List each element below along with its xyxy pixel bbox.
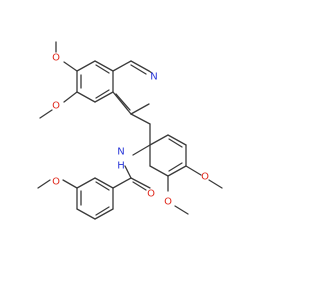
atom-label-layer: O O N N H O O O O bbox=[52, 53, 209, 208]
oxygen-atom-label: O bbox=[52, 177, 60, 188]
bond bbox=[37, 179, 51, 189]
bond bbox=[76, 177, 96, 189]
structure-diagram: O O N N H O O O O bbox=[37, 41, 223, 220]
bond bbox=[112, 177, 132, 189]
bond bbox=[62, 179, 78, 189]
bond bbox=[76, 91, 96, 103]
bond bbox=[39, 109, 53, 119]
oxygen-atom-label: O bbox=[52, 53, 60, 64]
bond bbox=[94, 177, 114, 189]
bond bbox=[94, 91, 114, 103]
bond bbox=[168, 138, 183, 148]
bond bbox=[167, 134, 187, 146]
nitrogen-atom-label: N bbox=[150, 72, 157, 83]
bond bbox=[130, 103, 150, 115]
bond bbox=[95, 206, 110, 216]
oxygen-atom-label: O bbox=[147, 189, 155, 200]
bond bbox=[185, 165, 202, 176]
bond bbox=[149, 134, 169, 146]
bond bbox=[95, 64, 110, 74]
bond-layer bbox=[37, 41, 223, 220]
bond bbox=[168, 162, 183, 172]
bond bbox=[95, 181, 110, 191]
bond bbox=[130, 60, 150, 72]
bond bbox=[167, 165, 187, 177]
hydrogen-atom-label: H bbox=[117, 161, 125, 172]
bond bbox=[132, 144, 151, 156]
oxygen-atom-label: O bbox=[164, 197, 172, 208]
bond bbox=[76, 208, 96, 220]
bond bbox=[148, 70, 153, 74]
bond bbox=[149, 165, 169, 177]
bond bbox=[112, 91, 132, 115]
bond bbox=[63, 91, 78, 103]
bond bbox=[174, 205, 189, 215]
bond bbox=[124, 165, 132, 179]
bond bbox=[94, 208, 114, 220]
bond bbox=[63, 61, 78, 72]
bond bbox=[208, 179, 223, 189]
bond bbox=[76, 60, 96, 72]
bond bbox=[112, 60, 132, 72]
bond bbox=[132, 181, 147, 191]
bond bbox=[95, 89, 110, 99]
bond bbox=[130, 64, 147, 75]
nitrogen-atom-label: N bbox=[117, 147, 124, 158]
oxygen-atom-label: O bbox=[52, 101, 60, 112]
bond bbox=[130, 113, 151, 125]
oxygen-atom-label: O bbox=[201, 172, 209, 183]
bond bbox=[94, 60, 114, 72]
bond bbox=[115, 93, 131, 111]
bond bbox=[130, 177, 151, 189]
